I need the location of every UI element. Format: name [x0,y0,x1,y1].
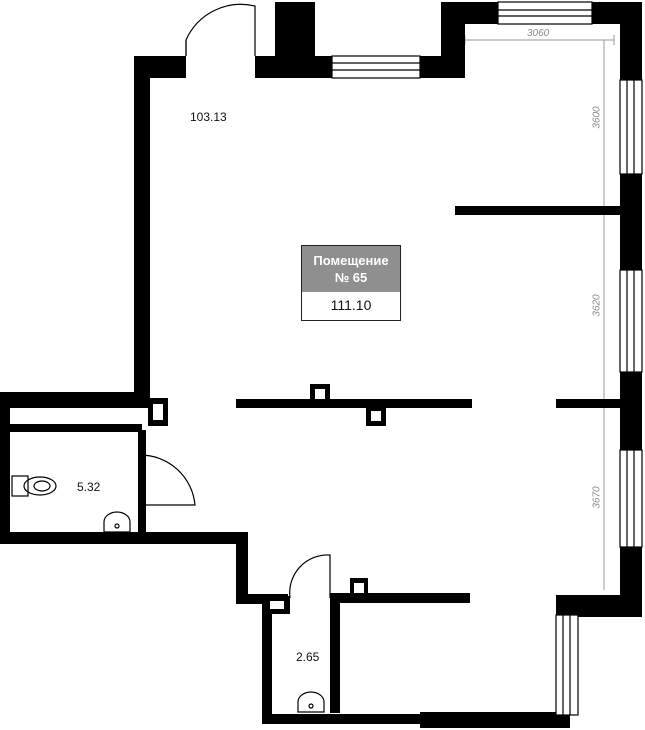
sink-icon [103,511,131,533]
dimension-right-top: 3600 [591,106,603,129]
room-card-header: Помещение № 65 [302,246,400,292]
dimension-right-middle: 3620 [591,294,603,317]
dimension-right-bottom: 3670 [591,486,603,509]
bathroom-door-arc [139,454,196,506]
dimension-top: 3060 [527,28,550,39]
room-title-line1: Помещение [313,253,389,268]
storage-area-label: 2.65 [296,650,320,664]
room-area-value: 111.10 [330,297,372,313]
room-title-line2: № 65 [334,270,368,285]
storage-sink-icon [297,691,325,713]
room-info-card: Помещение № 65 111.10 [301,245,401,321]
doors [139,3,331,599]
entrance-door-arc [185,3,256,56]
main-area-label: 103.13 [190,110,227,124]
toilet-icon [11,475,57,497]
windows [331,1,643,716]
storage-door-arc [289,554,331,599]
column-details [153,389,381,609]
bathroom-area-label: 5.32 [77,480,101,494]
